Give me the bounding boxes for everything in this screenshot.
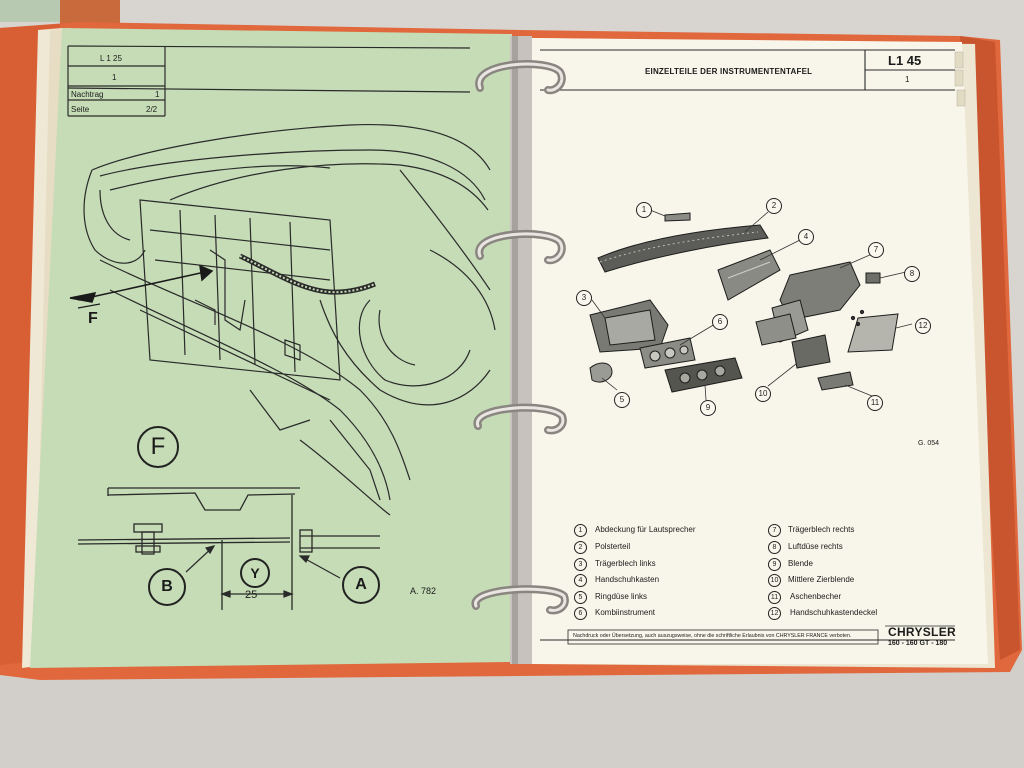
callout-5: 5 <box>614 392 630 408</box>
callout-8: 8 <box>904 266 920 282</box>
seite-label: Seite <box>71 105 90 114</box>
footer-copyright-note: Nachdruck oder Übersetzung, auch auszugs… <box>573 633 852 639</box>
right-page-title: EINZELTEILE DER INSTRUMENTENTAFEL <box>645 67 813 76</box>
callout-3: 3 <box>576 290 592 306</box>
legend-label-1: Abdeckung für Lautsprecher <box>595 525 696 534</box>
callout-11: 11 <box>867 395 883 411</box>
legend-num-2: 2 <box>574 541 587 554</box>
callout-2: 2 <box>766 198 782 214</box>
right-figure-ref: G. 054 <box>918 440 940 447</box>
legend-num-5: 5 <box>574 591 587 604</box>
nachtrag-label: Nachtrag <box>71 90 104 99</box>
legend-label-3: Trägerblech links <box>595 559 656 568</box>
label-b-circle: B <box>148 568 186 606</box>
callout-4: 4 <box>798 229 814 245</box>
seite-value: 2/2 <box>146 105 158 114</box>
legend-label-12: Handschuhkastendeckel <box>790 608 878 617</box>
label-a-circle: A <box>342 566 380 604</box>
legend-label-11: Aschenbecher <box>790 592 842 601</box>
legend-label-8: Luftdüse rechts <box>788 542 843 551</box>
callout-1: 1 <box>636 202 652 218</box>
legend-num-1: 1 <box>574 524 587 537</box>
legend-num-3: 3 <box>574 558 587 571</box>
right-page-code: L1 45 <box>888 53 922 68</box>
legend-num-4: 4 <box>574 574 587 587</box>
legend-num-8: 8 <box>768 541 781 554</box>
left-page-row2: 1 <box>112 73 117 82</box>
legend-label-5: Ringdüse links <box>595 592 648 601</box>
legend-num-10: 10 <box>768 574 781 587</box>
callout-10: 10 <box>755 386 771 402</box>
left-figure-ref: A. 782 <box>410 586 437 596</box>
view-arrow-letter: F <box>88 310 98 327</box>
brand-models: 160 - 160 GT - 180 <box>888 640 948 647</box>
callout-12: 12 <box>915 318 931 334</box>
brand-chrysler: CHRYSLER <box>888 625 956 639</box>
legend-num-9: 9 <box>768 558 781 571</box>
legend-label-10: Mittlere Zierblende <box>788 575 855 584</box>
legend-label-2: Polsterteil <box>595 542 631 551</box>
label-y-circle: Y <box>240 558 270 588</box>
callout-9: 9 <box>700 400 716 416</box>
legend-label-7: Trägerblech rechts <box>788 525 855 534</box>
detail-circle-f: F <box>137 426 179 468</box>
dimension-25: 25 <box>245 589 258 601</box>
left-page-code: L 1 25 <box>100 54 122 63</box>
legend-num-6: 6 <box>574 607 587 620</box>
exploded-parts-illustration <box>589 212 899 393</box>
callout-6: 6 <box>712 314 728 330</box>
legend-num-12: 12 <box>768 607 781 620</box>
legend-label-6: Kombiinstrument <box>595 608 656 617</box>
legend-num-7: 7 <box>768 524 781 537</box>
nachtrag-value: 1 <box>155 90 160 99</box>
right-page-row2: 1 <box>905 75 910 84</box>
legend-num-11: 11 <box>768 591 781 604</box>
legend-label-4: Handschuhkasten <box>595 575 660 584</box>
callout-7: 7 <box>868 242 884 258</box>
legend-label-9: Blende <box>788 559 813 568</box>
